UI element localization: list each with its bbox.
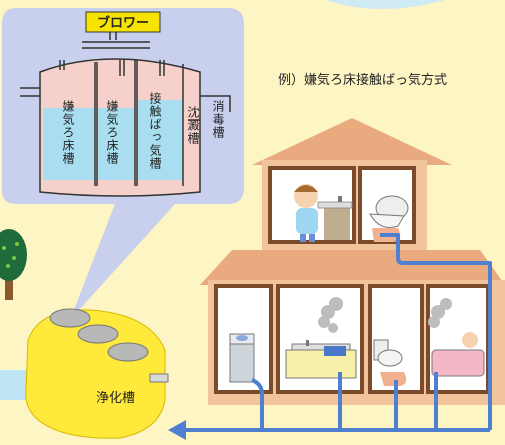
arrow-left-icon — [168, 420, 186, 440]
window-laundry — [214, 284, 273, 394]
method-caption: 例）嫌気ろ床接触ばっ気方式 — [278, 72, 447, 88]
chamber-4-label: 沈澱槽 — [186, 105, 200, 145]
chamber-5-label: 消毒槽 — [211, 100, 225, 139]
washbasin-icon — [338, 196, 342, 202]
steam-icon — [428, 298, 452, 328]
chamber-1-label: 嫌気ろ床槽 — [61, 100, 75, 165]
blower-text: ブロワー — [97, 15, 149, 31]
septic-tank: 浄化槽 — [25, 308, 169, 439]
sky-arc — [325, 0, 445, 9]
steam-icon — [318, 297, 343, 333]
blower-pipe — [82, 32, 150, 49]
window-toilet-downstairs — [368, 284, 424, 394]
bathtub-icon — [431, 332, 485, 377]
chamber-1-water — [43, 108, 95, 180]
tree-icon — [0, 229, 27, 300]
chamber-2-water — [97, 108, 135, 180]
septic-tank-label: 浄化槽 — [96, 391, 135, 406]
window-washroom — [268, 166, 356, 244]
water-strip — [0, 370, 30, 400]
window-toilet-upstairs — [358, 166, 416, 244]
chamber-3-water — [137, 100, 183, 180]
washing-machine-icon — [229, 333, 255, 383]
toilet-icon — [369, 195, 409, 242]
chamber-3-label: 接触ばっ気槽 — [148, 91, 162, 170]
toilet-icon — [373, 339, 407, 386]
drain-pipes — [184, 233, 492, 432]
window-kitchen — [276, 284, 364, 394]
chamber-2-label: 嫌気ろ床槽 — [105, 100, 119, 165]
blower-label: ブロワー — [85, 11, 161, 33]
tank-cross-section: 嫌気ろ床槽 嫌気ろ床槽 接触ばっ気槽 沈澱槽 消毒槽 — [20, 58, 231, 197]
child-icon — [294, 184, 318, 242]
kitchen-sink-icon — [285, 340, 357, 379]
